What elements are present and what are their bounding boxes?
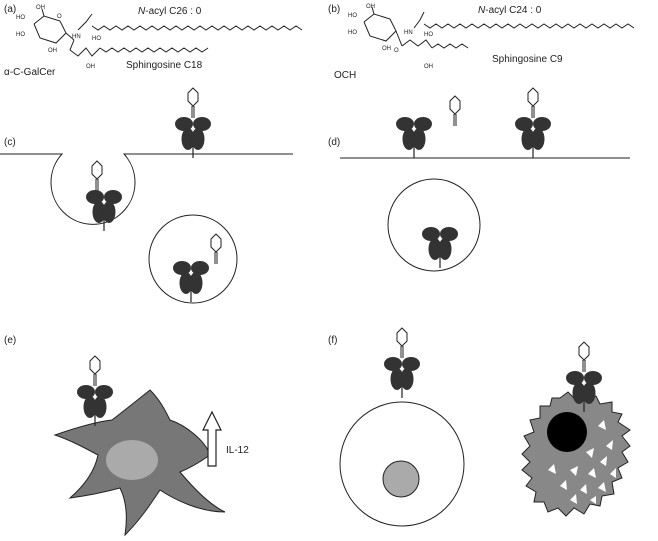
cell-body-f <box>339 401 465 527</box>
acyl-label-b: N-acyl C24 : 0 <box>478 5 542 16</box>
oh-label-b-top: OH <box>382 46 391 52</box>
ho-label-a: HO <box>92 36 101 42</box>
panel-b: (b) OH O HO HO HN HO OH OH N-acyl C24 : … <box>328 4 635 81</box>
panel-c-letter: (c) <box>4 137 16 148</box>
acyl-label-a: N-acyl C26 : 0 <box>138 6 202 17</box>
acyl-chain-b <box>423 23 635 29</box>
galactose-ring-a <box>33 8 75 44</box>
dendritic-cell-nucleus <box>106 440 158 480</box>
ring-ho-label-a2: HO <box>16 32 25 38</box>
ring-ho-label-b2: HO <box>348 30 357 36</box>
panel-d: (d) <box>328 87 630 272</box>
endosome-d <box>387 178 481 272</box>
panel-a-letter: (a) <box>4 4 16 15</box>
compound-label-b: OCH <box>334 70 356 81</box>
panel-a: (a) OH O HO HO HN HO OH OH N-acyl C26 : … <box>4 4 303 78</box>
nh-label-b: HN <box>404 30 413 36</box>
free-ligand-d <box>449 95 461 127</box>
panel-f-letter: (f) <box>328 335 337 346</box>
compound-label-a: α-C-GalCer <box>4 67 56 78</box>
ring-ho-label-a1: HO <box>16 15 25 21</box>
amide-a <box>77 13 93 31</box>
panel-c: (c) <box>0 87 293 304</box>
galactose-ring-b <box>363 6 403 47</box>
ceramide-backbone-b <box>401 39 433 49</box>
ring-o-label-a: O <box>57 14 62 20</box>
ring-oh-label-b: OH <box>366 4 375 10</box>
ceramide-backbone-a <box>69 39 101 57</box>
receptor-surface-c <box>187 87 199 119</box>
apoptotic-fragments <box>548 420 626 504</box>
receptor-dc-e <box>89 355 101 387</box>
ring-o-label-b: O <box>394 48 399 54</box>
panel-e-letter: (e) <box>4 335 16 346</box>
sphingosine-label-b: Sphingosine C9 <box>492 54 563 65</box>
oh-label-a: OH <box>86 64 95 70</box>
plasma-membrane-c <box>0 153 293 225</box>
panel-d-letter: (d) <box>328 137 340 148</box>
oh-label-a-top: OH <box>48 48 57 54</box>
sphingosine-chain-a <box>99 47 209 53</box>
panel-b-letter: (b) <box>328 4 340 15</box>
ho-label-b: HO <box>424 32 433 38</box>
il12-label: IL-12 <box>226 445 249 456</box>
receptor-apoptotic-f <box>578 341 590 373</box>
cell-nucleus-f <box>382 460 420 498</box>
receptor-empty-d <box>395 116 433 159</box>
panel-e: (e) IL-12 <box>4 335 249 537</box>
oh-label-b: OH <box>424 64 433 70</box>
endosome-c <box>148 214 238 304</box>
receptor-loaded-d <box>527 87 539 119</box>
panel-f: (f) <box>328 327 631 527</box>
free-ligand-c <box>210 233 222 265</box>
receptor-endosome-c <box>172 260 210 303</box>
sphingosine-chain-b <box>431 43 469 49</box>
receptor-pit-c <box>91 160 103 192</box>
receptor-cell-f <box>396 327 408 359</box>
ring-oh-label-a: OH <box>36 5 45 11</box>
receptor-endosome-d <box>421 226 459 269</box>
ring-ho-label-b1: HO <box>348 13 357 19</box>
nh-label-a: HN <box>72 34 81 40</box>
sphingosine-label-a: Sphingosine C18 <box>126 60 203 71</box>
amide-b <box>413 11 425 29</box>
acyl-chain-a <box>91 25 303 31</box>
il12-up-arrow <box>202 410 222 467</box>
apoptotic-nucleus <box>547 412 587 452</box>
